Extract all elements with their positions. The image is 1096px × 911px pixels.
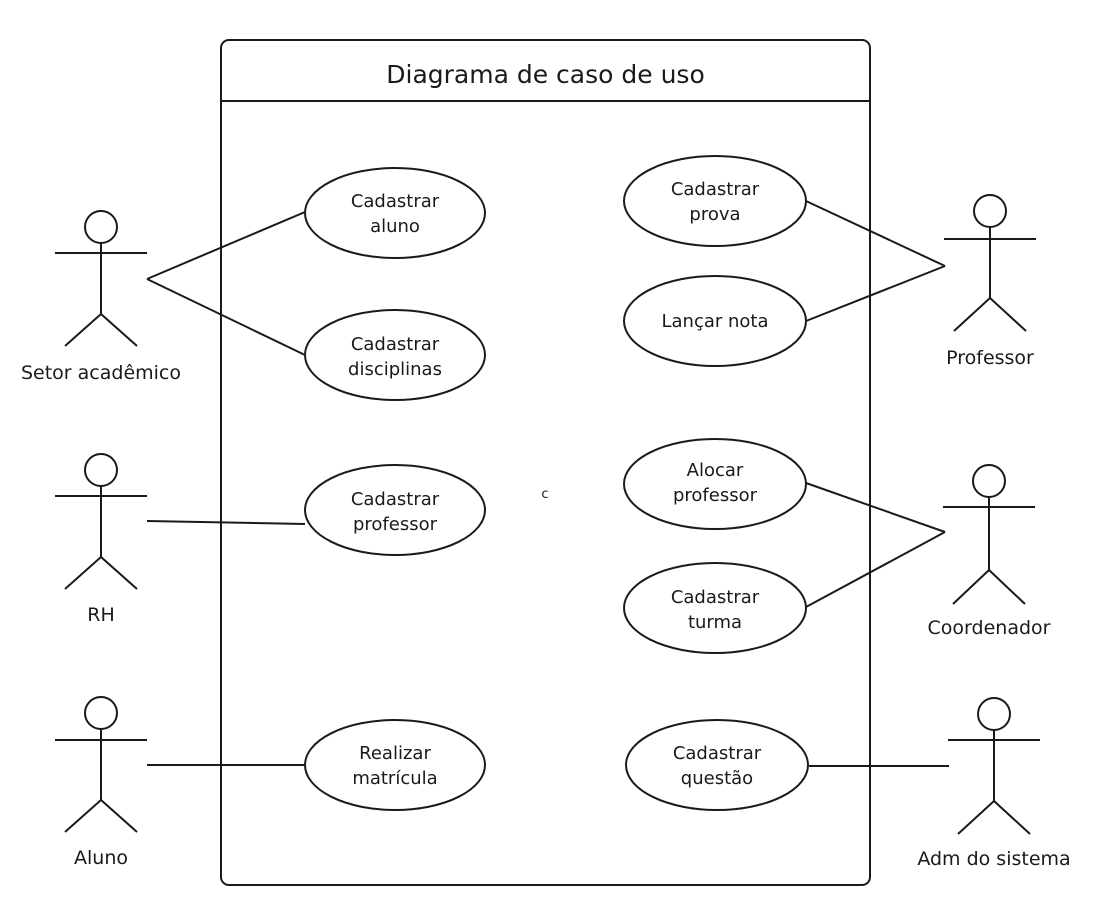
association-coordenador-cad-turma — [805, 531, 946, 608]
actor-icon — [55, 453, 147, 590]
association-setor-cad-disciplinas — [146, 278, 306, 356]
associations — [146, 200, 949, 767]
actor-icon — [944, 194, 1036, 332]
use-case-label-line-1: Alocar — [687, 460, 744, 481]
actor-icon — [55, 696, 147, 833]
use-case-cad-questao: Cadastrar questão — [625, 719, 809, 811]
use-case-cad-turma: Cadastrar turma — [623, 562, 807, 654]
use-case-label-line-1: Cadastrar — [671, 179, 760, 200]
use-case-label-line-1: Lançar nota — [661, 311, 768, 332]
use-case-label-line-2: prova — [689, 204, 740, 225]
actor-coordenador: Coordenador — [928, 464, 1051, 639]
actor-label: Setor acadêmico — [21, 362, 181, 384]
use-case-cad-professor: Cadastrar professor — [304, 464, 486, 556]
actor-icon — [55, 210, 147, 347]
actor-icon — [948, 697, 1040, 835]
actor-professor: Professor — [944, 194, 1036, 369]
use-case-label-line-1: Cadastrar — [673, 743, 762, 764]
actor-label: Professor — [946, 347, 1034, 369]
association-professor-cad-prova — [805, 200, 946, 267]
use-case-label-line-2: professor — [673, 485, 758, 506]
association-setor-cad-aluno — [146, 211, 306, 280]
use-case-label-line-2: matrícula — [352, 768, 437, 789]
actor-adm: Adm do sistema — [917, 697, 1071, 870]
use-case-cad-prova: Cadastrar prova — [623, 155, 807, 247]
use-case-label-line-1: Cadastrar — [351, 334, 440, 355]
actor-label: RH — [87, 604, 115, 626]
use-case-label-line-1: Realizar — [359, 743, 431, 764]
use-case-label-line-2: professor — [353, 514, 438, 535]
use-case-label-line-1: Cadastrar — [671, 587, 760, 608]
actor-rh: RH — [55, 453, 147, 626]
use-case-label-line-1: Cadastrar — [351, 489, 440, 510]
association-professor-lancar-nota — [805, 265, 946, 322]
use-case-cad-aluno: Cadastrar aluno — [304, 167, 486, 259]
actor-label: Adm do sistema — [917, 848, 1070, 870]
use-case-label-line-2: questão — [681, 768, 753, 789]
use-case-label-line-2: aluno — [370, 216, 420, 237]
use-case-label-line-2: disciplinas — [348, 359, 442, 380]
actor-setor: Setor acadêmico — [21, 210, 181, 384]
diagram-title: Diagrama de caso de uso — [386, 60, 705, 89]
use-case-cad-disciplinas: Cadastrar disciplinas — [304, 309, 486, 401]
association-coordenador-alocar-professor — [805, 482, 946, 533]
actor-label: Coordenador — [928, 617, 1051, 639]
use-case-label-line-1: Cadastrar — [351, 191, 440, 212]
use-case-realizar-matricula: Realizar matrícula — [304, 719, 486, 811]
use-case-lancar-nota: Lançar nota — [623, 275, 807, 367]
actor-aluno: Aluno — [55, 696, 147, 869]
actor-icon — [943, 464, 1035, 605]
association-rh-cad-professor — [146, 520, 306, 525]
system-boundary: Diagrama de caso de uso — [220, 39, 871, 886]
stray-text: c — [541, 487, 548, 502]
use-case-alocar-professor: Alocar professor — [623, 438, 807, 530]
use-case-label-line-2: turma — [688, 612, 742, 633]
actor-label: Aluno — [74, 847, 128, 869]
